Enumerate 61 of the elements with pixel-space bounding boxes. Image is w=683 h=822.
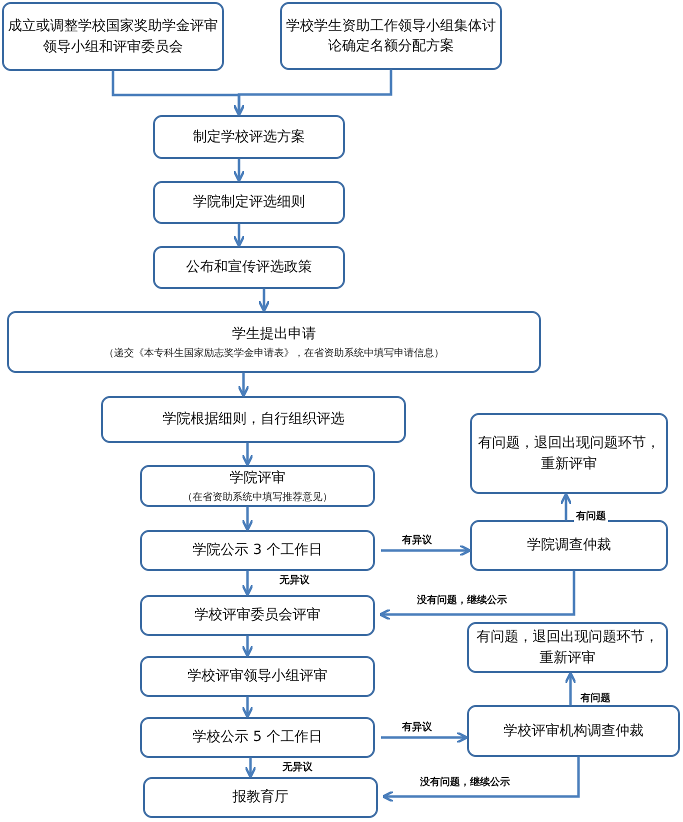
process-box xyxy=(2,2,224,71)
step-text: 学校评审机构调查仲裁 xyxy=(504,722,644,741)
arrow xyxy=(381,544,472,557)
step-note: （在省资助系统中填写推荐意见） xyxy=(182,491,332,504)
step-text: 学院评审 xyxy=(230,468,286,488)
step-text: 学校公示 5 个工作日 xyxy=(192,728,322,748)
edge-label: 没有问题，继续公示 xyxy=(418,776,512,788)
arrow xyxy=(232,224,246,248)
arrow xyxy=(378,571,576,621)
arrow xyxy=(258,289,270,312)
process-box xyxy=(280,2,502,70)
arrow xyxy=(232,159,246,182)
step-text: 学生提出申请 xyxy=(232,324,316,344)
process-box xyxy=(101,396,406,443)
process-box xyxy=(467,705,680,757)
arrow xyxy=(232,70,392,116)
arrow xyxy=(241,636,254,658)
process-box xyxy=(153,246,345,289)
process-box xyxy=(140,465,375,507)
arrow xyxy=(381,731,468,744)
step-text: 学校评审委员会评审 xyxy=(194,606,320,626)
edge-label: 无异议 xyxy=(280,762,314,774)
process-box xyxy=(140,656,375,697)
arrow xyxy=(237,373,250,398)
edge-label: 有异议 xyxy=(400,534,434,546)
step-text: 报教育厅 xyxy=(232,788,288,808)
arrow xyxy=(560,492,572,520)
step-text: 公布和宣传评选政策 xyxy=(186,258,312,278)
arrow xyxy=(241,571,254,596)
arrow xyxy=(564,672,577,705)
step-text: 学校评审领导小组评审 xyxy=(188,667,328,686)
arrow xyxy=(244,758,257,778)
process-box xyxy=(470,520,668,571)
step-text: 学院根据细则，自行组织评选 xyxy=(162,410,344,430)
step-text: 制定学校评选方案 xyxy=(193,128,305,147)
process-box xyxy=(140,717,375,758)
step-text: 学院调查仲裁 xyxy=(527,536,611,556)
process-box xyxy=(467,622,668,673)
process-box xyxy=(140,595,375,636)
process-box xyxy=(7,311,541,373)
step-text: 学院公示 3 个工作日 xyxy=(192,541,322,560)
step-text: 有问题，退回出现问题环节，重新评审 xyxy=(476,628,660,668)
arrow xyxy=(382,757,580,803)
edge-label: 没有问题，继续公示 xyxy=(415,594,509,606)
edge-label: 有问题 xyxy=(578,693,612,705)
step-text: 有问题，退回出现问题环节，重新评审 xyxy=(477,434,661,474)
step-text: 成立或调整学校国家奖助学金评审领导小组和评审委员会 xyxy=(8,17,218,56)
process-box xyxy=(470,413,668,494)
edge-label: 无异议 xyxy=(278,575,312,587)
arrow xyxy=(241,697,254,718)
step-note: （递交《本专科生国家励志奖学金申请表》，在省资助系统中填写申请信息） xyxy=(104,347,444,360)
arrow xyxy=(241,507,254,532)
arrow xyxy=(241,443,254,466)
edge-label: 有问题 xyxy=(574,511,608,523)
step-text: 学院制定评选细则 xyxy=(193,193,305,212)
process-box xyxy=(140,530,375,571)
step-text: 学校学生资助工作领导小组集体讨论确定名额分配方案 xyxy=(286,16,496,56)
process-box xyxy=(143,777,378,818)
process-box xyxy=(153,115,345,159)
edge-label: 有异议 xyxy=(400,722,434,734)
process-box xyxy=(153,181,345,224)
